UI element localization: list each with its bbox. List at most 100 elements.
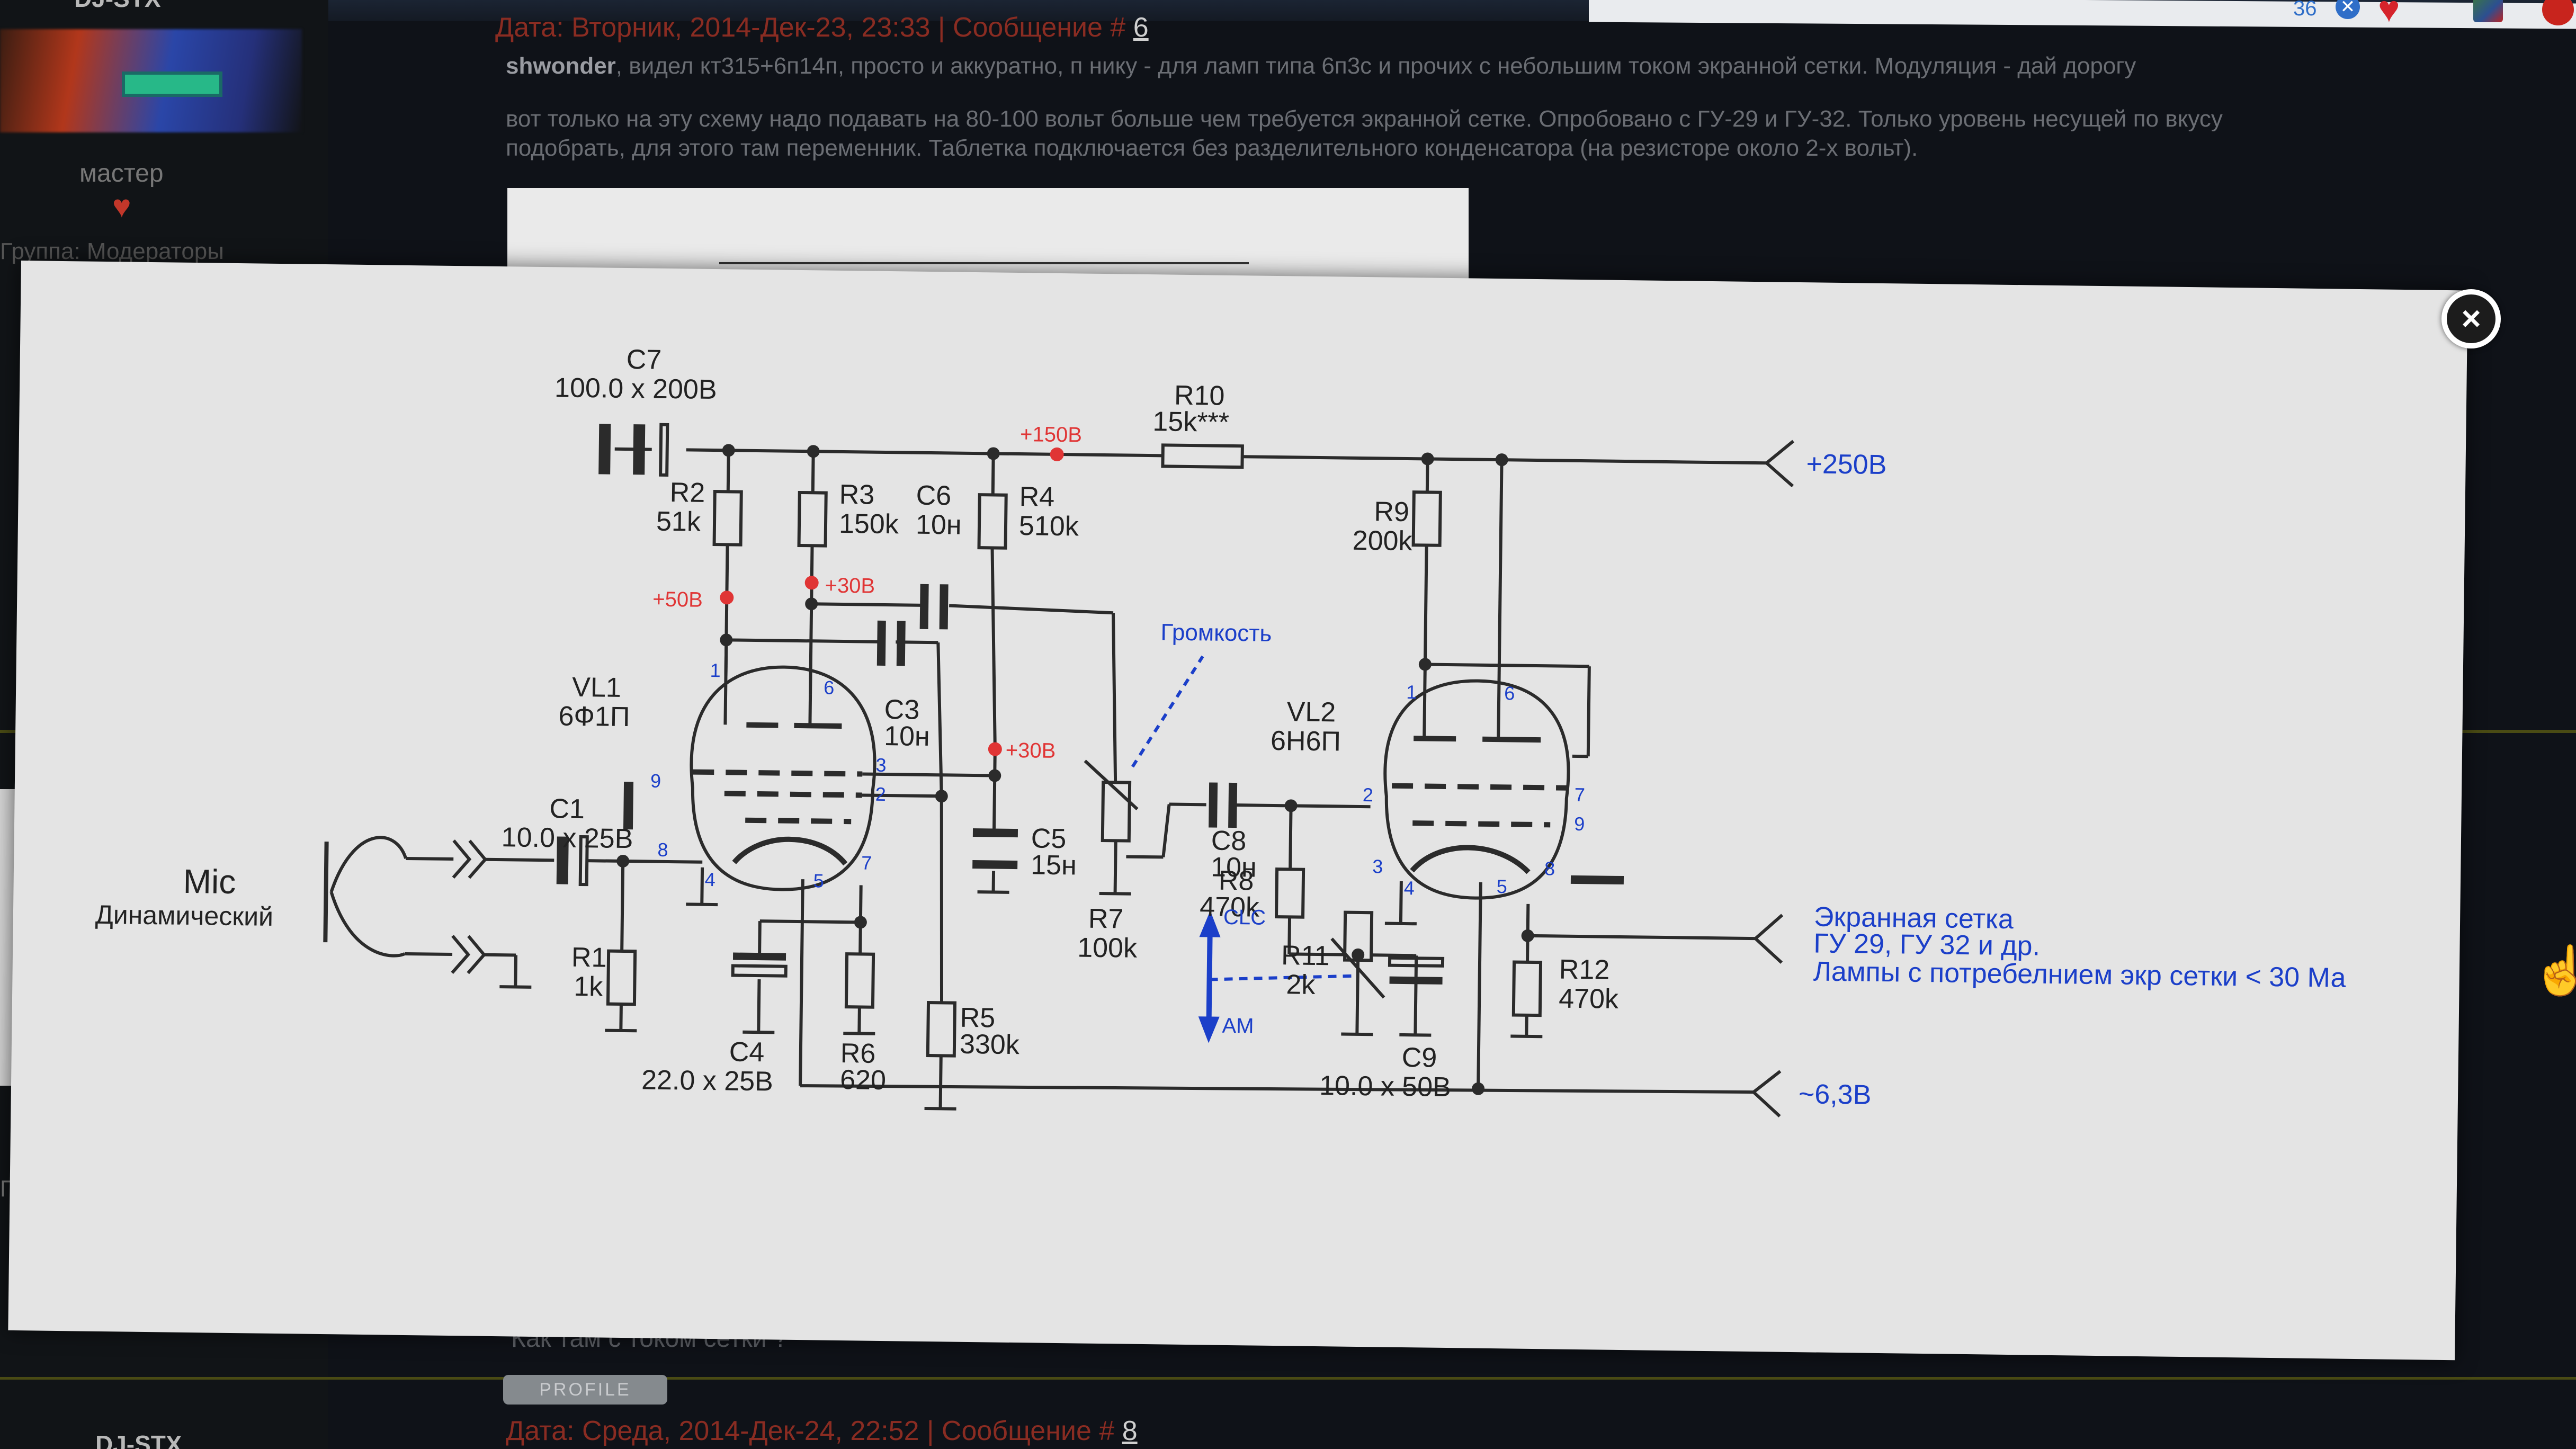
screen-grid-note: Экранная сетка ГУ 29, ГУ 32 и др. Лампы … bbox=[1813, 901, 2346, 993]
pin-numbers: 1 6 9 3 2 8 7 4 5 1 6 2 7 9 3 8 4 5 bbox=[650, 659, 1586, 899]
user-rank: мастер bbox=[79, 159, 164, 187]
am-label: AM bbox=[1222, 1014, 1254, 1038]
r8-value: 470k bbox=[1200, 891, 1260, 923]
voltage-30-b: +30В bbox=[1006, 739, 1056, 763]
r8-name: R8 bbox=[1219, 865, 1254, 897]
resistors bbox=[606, 489, 1543, 1058]
mic-subtitle: Динамический bbox=[95, 900, 274, 932]
vl2-value: 6Н6П bbox=[1271, 726, 1341, 757]
r1-value: 1k bbox=[574, 971, 604, 1003]
r10-value: 15k*** bbox=[1152, 406, 1229, 438]
svg-text:5: 5 bbox=[1497, 875, 1508, 897]
avatar-screen bbox=[122, 71, 222, 97]
r5-value: 330k bbox=[960, 1029, 1020, 1060]
user-group: Группа: Модераторы bbox=[0, 238, 224, 264]
notification-icon[interactable] bbox=[2542, 0, 2574, 25]
component-labels: C7 100.0 x 200В R10 15k*** R2 51k R3 150… bbox=[501, 344, 1619, 1103]
post-line: подобрать, для этого там переменник. Таб… bbox=[506, 135, 1918, 161]
next-post-number-link[interactable]: 8 bbox=[1122, 1416, 1138, 1446]
voltage-30-a: +30В bbox=[825, 574, 875, 598]
voltage-labels: +150В +50В +30В +30В +250В ~6,3В bbox=[652, 423, 1887, 1111]
vl1-value: 6Ф1П bbox=[558, 701, 630, 732]
close-button[interactable]: × bbox=[2441, 289, 2501, 348]
next-author-name[interactable]: DJ-STX bbox=[95, 1430, 182, 1449]
schematic-diagram: 1 6 9 3 2 8 7 4 5 1 6 2 7 9 3 8 4 5 C7 1… bbox=[95, 344, 2346, 1117]
clc-label: CLC bbox=[1223, 906, 1266, 929]
post-number-link[interactable]: 6 bbox=[1133, 12, 1149, 43]
r9-name: R9 bbox=[1374, 496, 1409, 527]
r6-value: 620 bbox=[840, 1065, 886, 1096]
volume-label: Громкость bbox=[1160, 619, 1272, 647]
r2-value: 51k bbox=[656, 506, 702, 538]
c4-name: C4 bbox=[729, 1036, 764, 1068]
r4-name: R4 bbox=[1019, 481, 1054, 513]
c5-name: C5 bbox=[1031, 823, 1066, 854]
c1-name: C1 bbox=[549, 793, 585, 825]
r12-name: R12 bbox=[1559, 954, 1610, 986]
svg-text:9: 9 bbox=[1574, 813, 1585, 835]
svg-text:7: 7 bbox=[861, 852, 872, 873]
system-tray bbox=[1589, 0, 2576, 29]
svg-text:ГУ 29, ГУ 32 и др.: ГУ 29, ГУ 32 и др. bbox=[1813, 928, 2040, 961]
vl1-name: VL1 bbox=[572, 672, 621, 703]
mic-title: Mic bbox=[183, 862, 236, 901]
heart-icon[interactable]: ♥ bbox=[2378, 0, 2400, 30]
r3-value: 150k bbox=[839, 508, 899, 540]
c4-value: 22.0 x 25В bbox=[641, 1065, 773, 1097]
r2-name: R2 bbox=[669, 477, 705, 508]
voltage-250: +250В bbox=[1806, 449, 1887, 480]
post-date: Дата: Вторник, 2014-Дек-23, 23:33 | Сооб… bbox=[495, 12, 1133, 43]
svg-text:8: 8 bbox=[1544, 857, 1555, 879]
c9-name: C9 bbox=[1401, 1042, 1437, 1074]
quoted-user: shwonder bbox=[506, 53, 616, 79]
svg-text:1: 1 bbox=[710, 659, 721, 681]
r3-name: R3 bbox=[839, 479, 874, 511]
c3-name: C3 bbox=[884, 694, 919, 726]
c5-value: 15н bbox=[1031, 849, 1077, 881]
c7-name: C7 bbox=[626, 344, 661, 375]
svg-text:5: 5 bbox=[813, 870, 825, 891]
svg-text:3: 3 bbox=[875, 754, 887, 776]
r12-value: 470k bbox=[1559, 983, 1619, 1015]
svg-text:4: 4 bbox=[705, 869, 716, 890]
svg-text:7: 7 bbox=[1575, 784, 1586, 806]
junction-dots bbox=[616, 444, 1534, 1095]
next-post-header: Дата: Среда, 2014-Дек-24, 22:52 | Сообще… bbox=[506, 1415, 1138, 1447]
post-header: Дата: Вторник, 2014-Дек-23, 23:33 | Сооб… bbox=[495, 12, 1149, 43]
rank-heart-icon: ♥ bbox=[112, 189, 131, 224]
c3-value: 10н bbox=[884, 721, 930, 752]
svg-text:6: 6 bbox=[1504, 682, 1515, 704]
vl2-name: VL2 bbox=[1286, 696, 1336, 728]
voltage-6-3: ~6,3В bbox=[1799, 1079, 1872, 1111]
c6-value: 10н bbox=[916, 509, 962, 541]
r7-name: R7 bbox=[1088, 904, 1124, 935]
tray-count: 36 bbox=[2293, 0, 2317, 20]
c1-value: 10.0 x 25В bbox=[501, 822, 633, 854]
r11-value: 2k bbox=[1286, 969, 1316, 1000]
wires bbox=[329, 440, 1794, 1117]
app-cube-icon[interactable] bbox=[2473, 0, 2503, 22]
svg-text:8: 8 bbox=[657, 839, 668, 861]
svg-text:4: 4 bbox=[1403, 877, 1415, 899]
profile-button[interactable]: PROFILE bbox=[503, 1375, 667, 1405]
svg-text:2: 2 bbox=[1363, 784, 1374, 806]
r7-value: 100k bbox=[1077, 932, 1138, 963]
author-name[interactable]: DJ-STX bbox=[74, 0, 161, 13]
svg-text:Экранная сетка: Экранная сетка bbox=[1814, 901, 2014, 935]
c8-name: C8 bbox=[1211, 826, 1246, 857]
r10-name: R10 bbox=[1174, 380, 1225, 412]
r1-name: R1 bbox=[571, 942, 607, 973]
voltage-50: +50В bbox=[652, 588, 703, 612]
volume-arrows bbox=[1084, 655, 1385, 1043]
bluetooth-icon[interactable]: ✕ bbox=[2336, 0, 2360, 19]
r5-name: R5 bbox=[960, 1003, 995, 1034]
r11-name: R11 bbox=[1281, 940, 1330, 971]
svg-text:6: 6 bbox=[824, 677, 835, 699]
c9-value: 10.0 x 50В bbox=[1319, 1070, 1451, 1103]
post-line: вот только на эту схему надо подавать на… bbox=[506, 106, 2223, 132]
svg-text:9: 9 bbox=[650, 770, 661, 792]
c7-value: 100.0 x 200В bbox=[554, 372, 717, 405]
image-lightbox: 1 6 9 3 2 8 7 4 5 1 6 2 7 9 3 8 4 5 C7 1… bbox=[8, 261, 2468, 1361]
svg-text:2: 2 bbox=[875, 783, 887, 805]
divider bbox=[0, 1377, 2576, 1380]
